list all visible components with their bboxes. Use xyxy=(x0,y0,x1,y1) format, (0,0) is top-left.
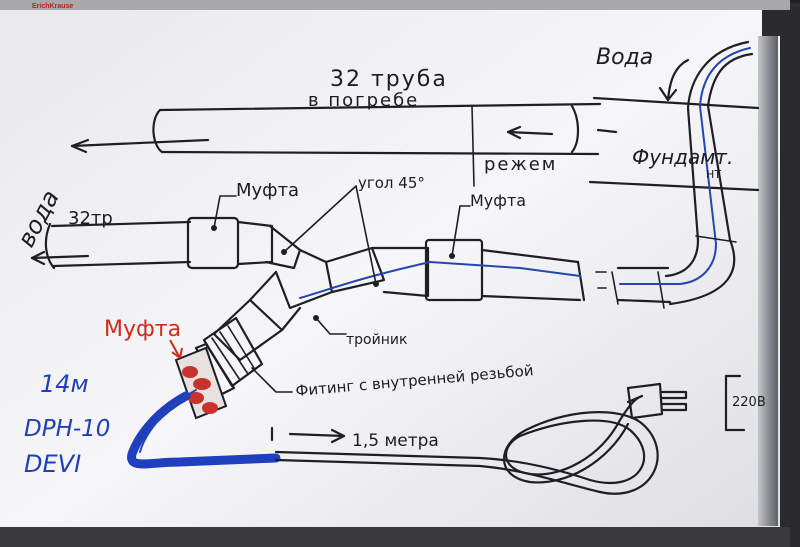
elbow-label: угол 45° xyxy=(358,174,425,192)
water-inflow-arrow xyxy=(658,58,690,102)
foundation-sub-label: НТ xyxy=(706,168,721,181)
pipe-32-label: 32тр xyxy=(68,208,113,229)
cut-label: режем xyxy=(484,154,557,175)
leader-lines xyxy=(211,185,471,393)
brand-logo: ErichKrause xyxy=(32,3,73,10)
red-coupling xyxy=(169,339,228,420)
foundation-label: Фундамт. xyxy=(632,145,733,169)
voltage-label: 220В xyxy=(732,395,766,410)
vertical-inlet-pipe xyxy=(611,40,754,309)
cable-brand-label: DEVI xyxy=(24,450,81,478)
lower-pipe xyxy=(30,216,681,362)
length-label: 1,5 метра xyxy=(352,431,439,451)
coupling-2-label: Муфта xyxy=(470,191,526,210)
coupling-red-label: Муфта xyxy=(104,317,181,342)
cable-length-label: 14м xyxy=(40,370,89,398)
pipe-title-line1: 32 труба xyxy=(330,67,448,92)
foundation xyxy=(588,96,760,192)
water-top-label: Вода xyxy=(596,45,653,70)
cable-model-label: DPH-10 xyxy=(24,416,110,442)
pipe-title-line2: в погребе xyxy=(308,90,419,111)
coupling-1-label: Муфта xyxy=(236,180,299,201)
cellar-pipe xyxy=(70,102,618,187)
heating-cable xyxy=(127,389,281,469)
power-lead xyxy=(270,374,746,495)
tee-label: тройник xyxy=(346,332,407,348)
